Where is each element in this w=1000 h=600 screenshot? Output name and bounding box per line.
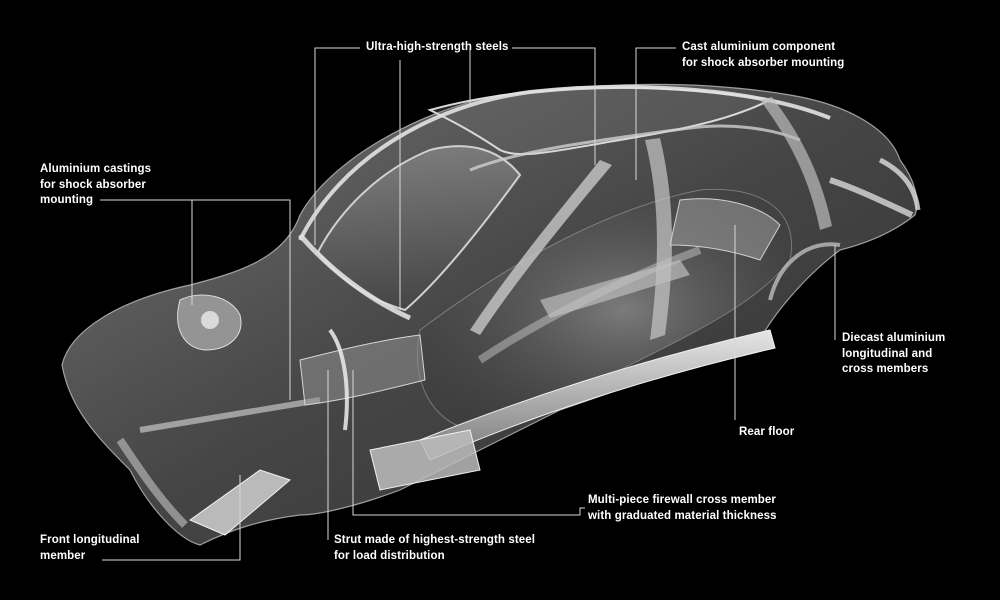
label-line: Ultra-high-strength steels — [366, 41, 509, 53]
c-pillar — [645, 138, 672, 340]
label-line: cross members — [842, 363, 929, 375]
leader-cast-aluminium — [635, 47, 676, 180]
roof-rail-inner — [469, 124, 801, 172]
leader-ultra-right1 — [512, 47, 596, 165]
strut-mount — [201, 311, 219, 329]
label-line: for shock absorber — [40, 178, 146, 191]
label-line: for load distribution — [334, 549, 445, 562]
rear-pillar — [760, 97, 832, 230]
label-line: mounting — [40, 194, 94, 206]
a-pillar — [298, 233, 412, 321]
front-sill-block — [369, 429, 481, 491]
front-longitudinal-rail — [139, 397, 321, 433]
label-line: Strut made of highest-strength steel — [334, 534, 536, 546]
tunnel — [477, 246, 702, 364]
front-crash-box — [116, 437, 188, 528]
label-rear-floor: Rear floor — [739, 425, 794, 441]
leader-front-longitudinal — [102, 475, 241, 561]
label-line: Front longitudinal — [40, 534, 140, 546]
label-cast-aluminium-component: Cast aluminium component for shock absor… — [682, 40, 844, 71]
label-line: Diecast aluminium — [842, 332, 946, 344]
label-diecast-aluminium: Diecast aluminium longitudinal and cross… — [842, 331, 945, 378]
label-line: for shock absorber mounting — [682, 56, 845, 69]
label-ultra-high-strength-steels: Ultra-high-strength steels — [366, 40, 509, 56]
label-firewall-cross-member: Multi-piece firewall cross member with g… — [588, 493, 777, 524]
leader-firewall — [352, 370, 585, 516]
label-front-longitudinal-member: Front longitudinal member — [40, 533, 140, 564]
rear-bumper-beam — [878, 157, 921, 211]
rear-floor-panel — [669, 198, 781, 261]
leader-ultra-left — [314, 47, 360, 245]
b-pillar — [470, 160, 612, 335]
rear-wheel-arch — [768, 242, 841, 301]
leader-aluminium-castings-2 — [192, 199, 291, 400]
leader-lines — [100, 47, 836, 561]
label-line: member — [40, 549, 86, 562]
label-line: with graduated material thickness — [588, 509, 777, 522]
rear-longitudinal — [829, 177, 914, 218]
side-sill — [419, 329, 776, 461]
label-line: longitudinal and — [842, 347, 933, 360]
label-line: Cast aluminium component — [682, 41, 836, 53]
roof-rail — [298, 85, 831, 241]
label-line: Multi-piece firewall cross member — [588, 494, 777, 506]
label-line: Aluminium castings — [40, 163, 152, 175]
label-line: Rear floor — [739, 426, 795, 438]
label-strut: Strut made of highest-strength steel for… — [334, 533, 535, 564]
label-aluminium-castings: Aluminium castings for shock absorber mo… — [40, 162, 151, 209]
load-strut — [328, 328, 349, 431]
